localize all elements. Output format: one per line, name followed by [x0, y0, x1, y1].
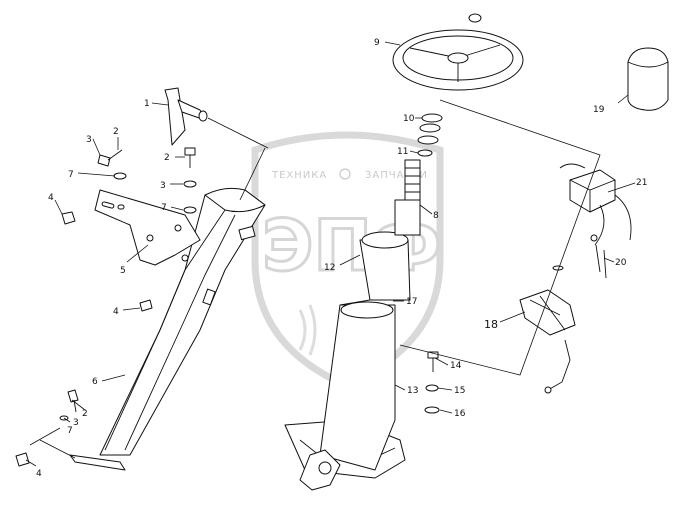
wheat-icon	[298, 304, 392, 356]
callout-14: 14	[450, 361, 462, 371]
callout-7: 7	[161, 203, 167, 213]
callout-19: 19	[593, 105, 605, 115]
callout-6: 6	[92, 377, 98, 387]
callout-5: 5	[120, 266, 126, 276]
callout-3: 3	[86, 135, 92, 145]
callout-7: 7	[67, 426, 73, 436]
bracket-column	[69, 187, 266, 471]
callout-2: 2	[82, 409, 88, 419]
callout-4: 4	[48, 193, 54, 203]
callout-7: 7	[68, 170, 74, 180]
callout-labels: 1 2 3 2 3 7 7 4 5 4 6 2 3 7 4 9 10 11 8 …	[36, 38, 647, 479]
steering-column	[284, 159, 421, 491]
callout-9: 9	[374, 38, 380, 48]
callout-13: 13	[407, 386, 418, 396]
callout-1: 1	[144, 99, 150, 109]
watermark-left-word: ТЕХНИКА	[271, 170, 327, 181]
callout-3: 3	[160, 181, 166, 191]
steering-wheel	[392, 13, 524, 91]
callout-15: 15	[454, 386, 465, 396]
callout-16: 16	[454, 409, 466, 419]
gear-icon	[339, 168, 351, 180]
callout-17: 17	[406, 297, 417, 307]
clamp-bracket	[164, 87, 208, 146]
mounting-plate	[94, 189, 201, 266]
callout-3: 3	[73, 418, 79, 428]
callout-12: 12	[324, 263, 335, 273]
washers-upper	[417, 113, 443, 157]
watermark-right-word: ЗАПЧАСТИ	[365, 170, 428, 181]
fasteners-column-base	[424, 351, 440, 414]
cover-cap	[627, 47, 669, 111]
callout-21: 21	[636, 178, 647, 188]
hydraulic-unit	[519, 163, 632, 394]
callout-11: 11	[397, 147, 408, 157]
callout-8: 8	[433, 211, 439, 221]
callout-18: 18	[484, 318, 498, 331]
callout-4: 4	[36, 469, 42, 479]
leader-lines	[25, 41, 636, 467]
callout-20: 20	[615, 258, 627, 268]
callout-10: 10	[403, 114, 415, 124]
callout-2: 2	[164, 153, 170, 163]
callout-4: 4	[113, 307, 119, 317]
callout-2: 2	[113, 127, 119, 137]
